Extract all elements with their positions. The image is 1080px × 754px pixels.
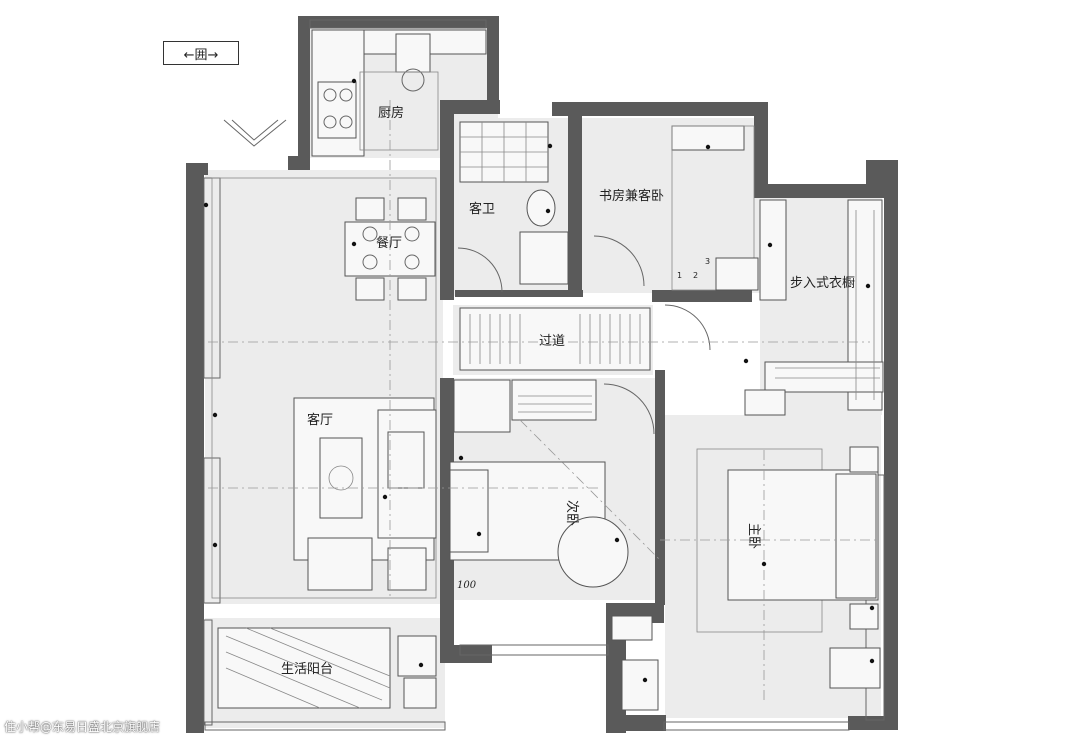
entrance-arrow-icon bbox=[223, 119, 287, 147]
room-label-balcony: 生活阳台 bbox=[281, 662, 333, 677]
watermark: 住小帮@东易日盛北京旗舰店 bbox=[4, 720, 161, 734]
room-label-second-bedroom: 次卧 bbox=[564, 500, 580, 526]
step-2: 2 bbox=[693, 271, 698, 280]
room-label-walkin-closet: 步入式衣橱 bbox=[790, 275, 855, 291]
walkin-closet bbox=[744, 199, 884, 416]
step-3: 3 bbox=[705, 257, 710, 266]
room-label-corridor: 过道 bbox=[539, 334, 565, 349]
living-furniture bbox=[211, 177, 437, 599]
dimension-100: 100 bbox=[457, 580, 477, 591]
room-label-study: 书房兼客卧 bbox=[599, 188, 664, 204]
corridor-storage bbox=[459, 304, 711, 371]
master-bedroom-furniture bbox=[696, 446, 881, 689]
room-label-master-bedroom: 主卧 bbox=[746, 523, 761, 549]
axis-lines bbox=[208, 100, 880, 700]
study-fixtures bbox=[593, 125, 759, 291]
balcony-fixtures bbox=[217, 627, 437, 709]
room-label-dining: 餐厅 bbox=[376, 235, 402, 251]
step-1: 1 bbox=[677, 271, 682, 280]
outlet-markers bbox=[203, 78, 875, 683]
service-area bbox=[611, 615, 659, 711]
kitchen-fixtures bbox=[311, 29, 487, 157]
room-label-guest-bath: 客卫 bbox=[469, 201, 495, 217]
room-label-kitchen: 厨房 bbox=[378, 105, 404, 121]
room-label-living: 客厅 bbox=[307, 412, 333, 428]
guest-bath-fixtures bbox=[457, 121, 569, 293]
walls bbox=[186, 16, 898, 733]
north-arrow-label: ←囲→ bbox=[163, 41, 239, 65]
second-bedroom-furniture bbox=[449, 379, 655, 588]
